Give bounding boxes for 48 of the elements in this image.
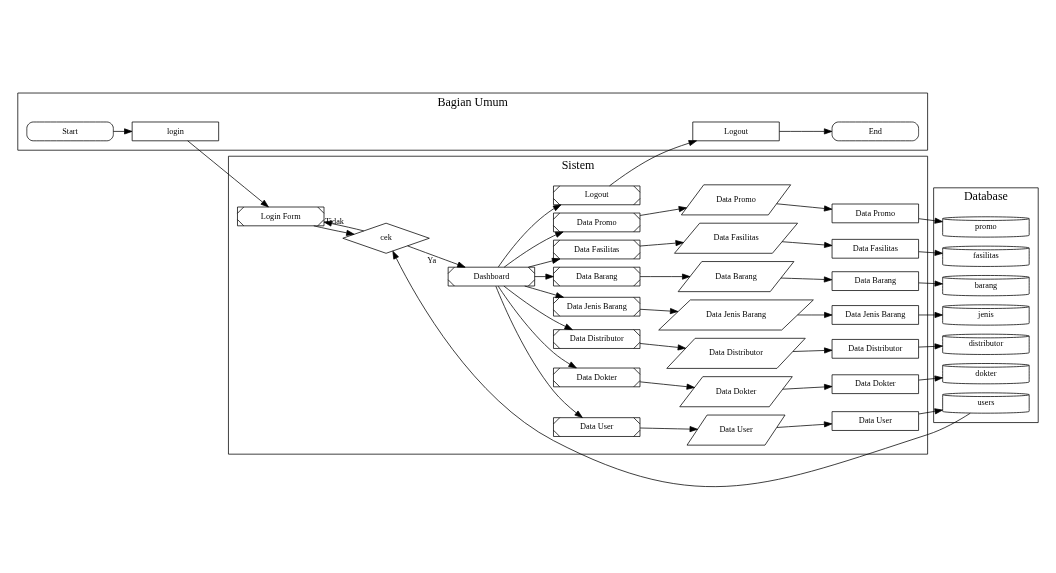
arrow [779,127,833,134]
node-box: Data User [831,410,919,431]
arrow [503,231,564,267]
arrow [639,273,691,280]
arrow [639,425,698,432]
node-box: Logout [692,121,780,141]
arrow [524,285,564,298]
arrow [918,280,943,287]
arrow [782,383,833,390]
arrow [797,311,833,318]
node-box: Data Distributor [831,338,919,359]
arrow [534,273,554,280]
arrow [503,285,573,330]
arrow [639,380,695,390]
node-box: login [131,121,220,141]
arrow [918,249,943,256]
edge-label: Ya [427,255,437,265]
arrow [407,245,466,268]
arrow [792,346,833,353]
arrow [918,375,943,381]
node-box: Data Promo [831,203,919,223]
arrow [497,285,577,368]
arrow [528,257,561,267]
arrow [639,342,686,350]
arrow [495,285,583,418]
arrow [918,342,943,349]
arrow [776,420,833,428]
node-box: End [831,121,919,141]
arrow [918,217,943,224]
arrow [781,240,833,248]
arrow [780,275,833,282]
arrow [776,202,833,211]
node-box: Data Dokter [831,373,919,394]
arrow [918,407,943,414]
node-box: Data Jenis Barang [831,304,919,325]
arrow [609,139,697,186]
node-box: Start [26,121,114,141]
arrow [639,307,679,314]
arrow [497,203,562,267]
arrow [113,127,133,134]
arrow [918,311,943,318]
arrow [187,139,269,207]
arrow [639,205,687,216]
arrow [639,239,684,246]
arrow [392,250,971,487]
node-box: Data Barang [831,270,919,291]
node-box: Data Fasilitas [831,238,919,259]
arrow [313,224,355,236]
